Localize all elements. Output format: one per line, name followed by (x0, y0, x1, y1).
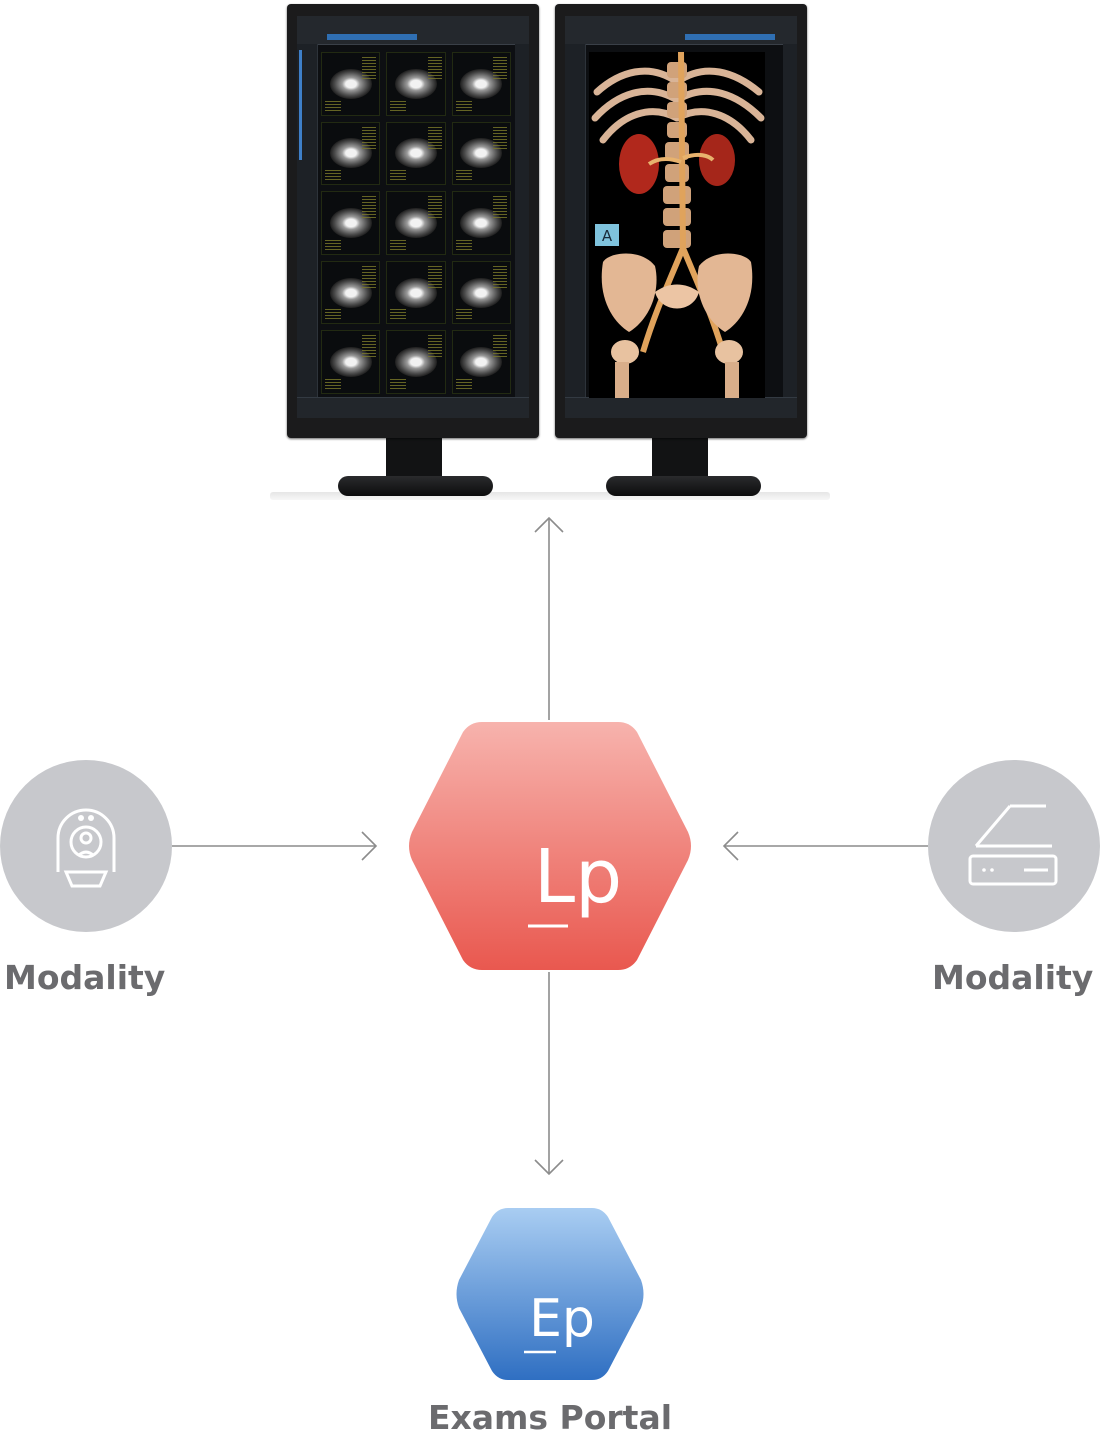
viewer-sidebar (297, 44, 318, 398)
arrowhead-right (361, 831, 378, 861)
ct-slice-grid-screen (297, 16, 529, 418)
ct-slice-thumbnail (321, 260, 381, 325)
monitor-right: A (555, 4, 807, 438)
ct-slice-thumbnail (386, 330, 446, 394)
ct-slice-thumbnail (451, 330, 511, 394)
monitor-left (287, 4, 539, 438)
ct-slice-thumbnail (321, 52, 381, 116)
viewer-tool-strip (515, 44, 529, 398)
ct-slice-thumbnail (451, 121, 511, 186)
arrowhead-down (534, 1159, 564, 1176)
monitor-base-left (338, 476, 493, 496)
arrowhead-up (534, 516, 564, 533)
left-modality-circle (0, 760, 172, 932)
viewer-tool-strip (783, 44, 797, 398)
viewer-toolbar (297, 16, 529, 45)
arrowhead-left (722, 831, 739, 861)
kidney-right (699, 134, 735, 186)
ct-slice-thumbnail (321, 121, 381, 186)
mri-scanner-icon (56, 808, 116, 888)
pelvis-left (601, 253, 657, 332)
vascular-3d-render: A (589, 52, 765, 398)
exams-portal-label: Exams Portal (427, 1398, 673, 1437)
connectors (172, 516, 928, 1176)
lp-hub-node[interactable]: Lp (409, 722, 691, 970)
flatbed-scanner-icon (968, 804, 1058, 886)
ct-slice-thumbnail (321, 330, 381, 394)
ct-slice-thumbnail (386, 52, 446, 116)
desk-shadow (270, 492, 830, 500)
right-modality-node[interactable] (928, 760, 1100, 932)
kidney-left (619, 134, 659, 194)
orientation-marker (595, 224, 619, 246)
ct-slice-thumbnail (451, 52, 511, 116)
ct-slice-thumbnail (386, 260, 446, 325)
viewer-statusbar (297, 397, 529, 418)
monitor-base-right (606, 476, 761, 496)
right-modality-label: Modality (932, 958, 1094, 997)
viewer-toolbar (565, 16, 797, 45)
exams-portal-node[interactable]: Ep (456, 1208, 644, 1380)
viewer-sidebar (565, 44, 586, 398)
dual-monitor-workstation: A (0, 0, 1100, 510)
lp-hexagon (409, 722, 691, 970)
3d-render-screen: A (565, 16, 797, 418)
ct-slice-thumbnail (451, 260, 511, 325)
pelvis-right (697, 253, 753, 332)
lp-logo-text: Lp (534, 834, 622, 920)
ct-slice-thumbnail (451, 191, 511, 255)
ct-slice-grid (321, 52, 511, 394)
ep-hexagon (456, 1208, 644, 1380)
left-modality-node[interactable] (0, 760, 172, 932)
ct-slice-thumbnail (321, 191, 381, 255)
orientation-marker-label: A (602, 227, 613, 245)
ct-slice-thumbnail (386, 191, 446, 255)
ct-slice-thumbnail (386, 121, 446, 186)
ep-logo-text: Ep (529, 1289, 595, 1349)
left-modality-label: Modality (4, 958, 166, 997)
